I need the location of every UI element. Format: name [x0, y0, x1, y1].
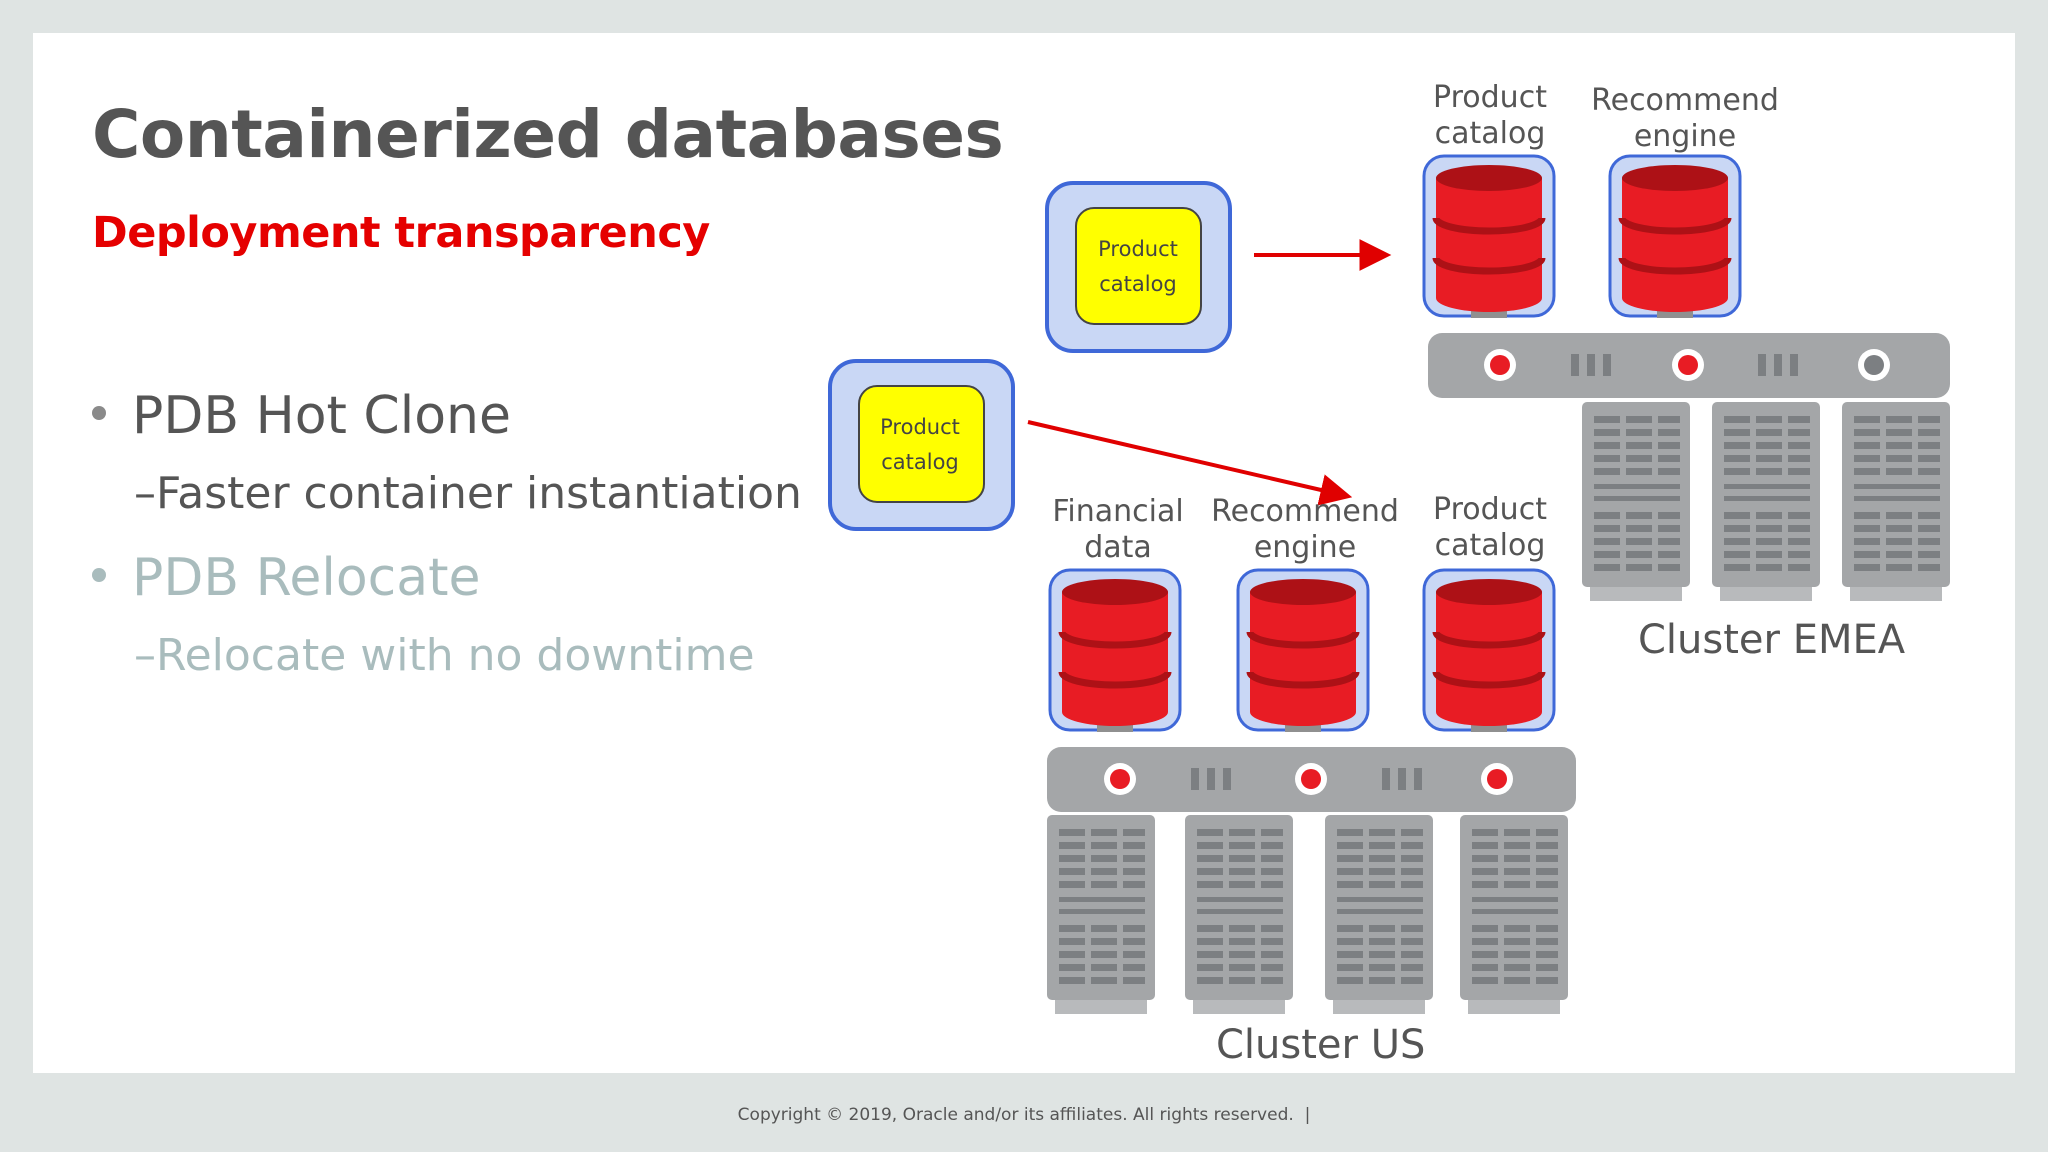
- cluster-us-chassis-lights: [1104, 763, 1513, 795]
- floating-pdb-middle: Product catalog: [828, 359, 1015, 531]
- db-us-recommend-engine: [1238, 570, 1368, 732]
- floating-pdb-top-label-2: catalog: [1099, 272, 1177, 296]
- db-label-us-recommend-engine: Recommend engine: [1211, 494, 1399, 565]
- bullet-relocate: PDB Relocate: [92, 548, 481, 608]
- db-label-us-product-catalog: Product catalog: [1433, 492, 1547, 563]
- cluster-us: [1047, 570, 1576, 1014]
- cluster-us-label: Cluster US: [1216, 1022, 1426, 1068]
- slide-title: Containerized databases: [92, 96, 1004, 173]
- server-rack-emea-1: [1582, 402, 1690, 601]
- bullet-dot-icon: [92, 406, 106, 420]
- cluster-emea: [1424, 156, 1950, 601]
- cluster-emea-label: Cluster EMEA: [1638, 617, 1906, 663]
- server-rack-us-1: [1047, 815, 1155, 1014]
- sub-bullet-hot-clone: –Faster container instantiation: [134, 468, 802, 519]
- server-rack-us-3: [1325, 815, 1433, 1014]
- floating-pdb-top: Product catalog: [1045, 181, 1232, 353]
- db-emea-recommend-engine: [1610, 156, 1740, 318]
- db-label-us-financial-data: Financial data: [1052, 494, 1184, 565]
- bullet-hot-clone: PDB Hot Clone: [92, 386, 511, 446]
- server-rack-us-4: [1460, 815, 1568, 1014]
- slide-subtitle: Deployment transparency: [92, 208, 710, 258]
- db-emea-product-catalog: [1424, 156, 1554, 318]
- relocate-arrow-to-us: [1027, 420, 1353, 506]
- floating-pdb-middle-label-1: Product: [880, 415, 960, 439]
- floating-pdb-top-label-1: Product: [1098, 237, 1178, 261]
- sub-bullet-relocate: –Relocate with no downtime: [134, 630, 755, 681]
- cluster-emea-chassis-lights: [1484, 349, 1890, 381]
- server-rack-us-2: [1185, 815, 1293, 1014]
- db-us-product-catalog: [1424, 570, 1554, 732]
- floating-pdb-middle-label-2: catalog: [881, 450, 959, 474]
- server-rack-emea-2: [1712, 402, 1820, 601]
- footer-copyright: Copyright © 2019, Oracle and/or its affi…: [737, 1105, 1311, 1125]
- bullet-dot-icon: [92, 568, 106, 582]
- server-rack-emea-3: [1842, 402, 1950, 601]
- db-label-emea-recommend-engine: Recommend engine: [1591, 83, 1779, 154]
- db-label-emea-product-catalog: Product catalog: [1433, 80, 1547, 151]
- db-us-financial-data: [1050, 570, 1180, 732]
